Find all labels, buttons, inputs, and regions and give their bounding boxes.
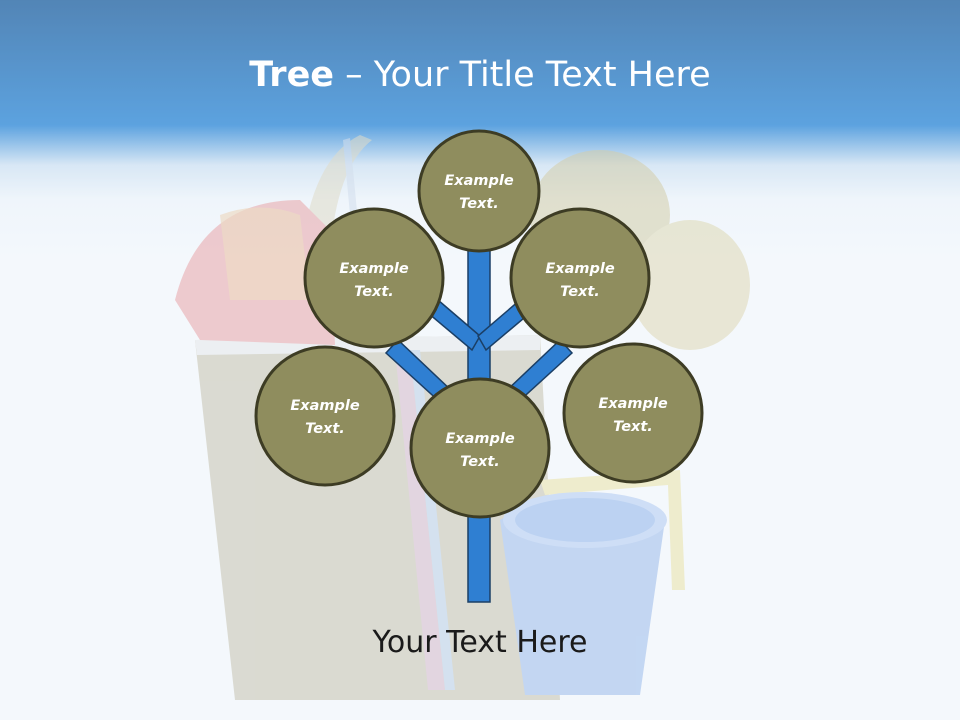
- node-center: Example Text.: [409, 377, 551, 519]
- node-upper-left: Example Text.: [303, 207, 445, 349]
- node-upper-right-line2: Text.: [560, 284, 600, 300]
- slide-title: Tree – Your Title Text Here: [0, 52, 960, 98]
- node-upper-right-line1: Example: [545, 261, 615, 277]
- node-center-line1: Example: [445, 431, 515, 447]
- node-lower-left-line2: Text.: [305, 421, 345, 437]
- node-lower-left: Example Text.: [254, 345, 396, 487]
- node-upper-left-line2: Text.: [354, 284, 394, 300]
- node-top-line1: Example: [444, 173, 514, 189]
- footer-text: Your Text Here: [372, 625, 588, 660]
- node-upper-left-line1: Example: [339, 261, 409, 277]
- node-top: Example Text.: [417, 129, 541, 253]
- node-center-line2: Text.: [460, 454, 500, 470]
- node-lower-right: Example Text.: [562, 342, 704, 484]
- node-lower-left-line1: Example: [290, 398, 360, 414]
- node-upper-right: Example Text.: [509, 207, 651, 349]
- title-rest: – Your Title Text Here: [334, 55, 711, 95]
- node-top-line2: Text.: [459, 196, 499, 212]
- node-lower-right-line2: Text.: [613, 419, 653, 435]
- node-lower-right-line1: Example: [598, 396, 668, 412]
- title-bold-word: Tree: [249, 55, 335, 95]
